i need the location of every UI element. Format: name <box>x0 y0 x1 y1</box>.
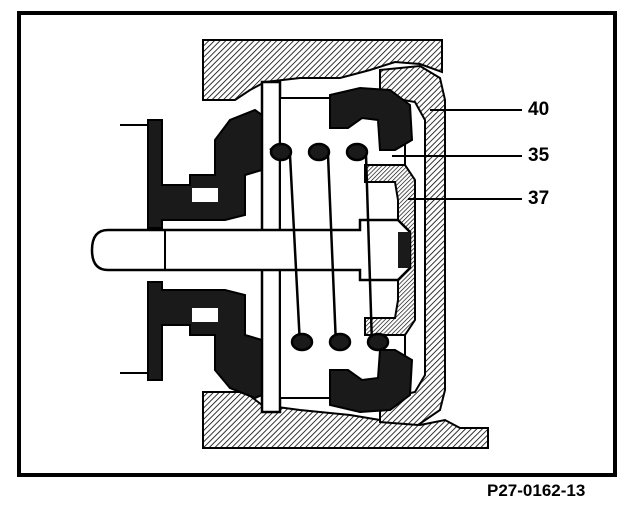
left-flange <box>147 108 263 229</box>
spring-35 <box>269 142 390 352</box>
seal-ring-lower <box>329 349 414 414</box>
shaft-tip-seal <box>398 232 410 268</box>
diaphragm-37 <box>364 164 416 336</box>
flange-slot-upper <box>192 188 218 202</box>
callout-40: 40 <box>528 99 550 120</box>
housing-upper <box>202 39 443 101</box>
callout-37: 37 <box>528 188 550 209</box>
seal-ring-upper <box>329 86 414 151</box>
shaft <box>90 218 412 282</box>
callout-35: 35 <box>528 145 550 166</box>
left-flange-lower <box>147 281 263 400</box>
flange-slot-lower <box>192 308 218 322</box>
figure-reference-code: P27-0162-13 <box>487 481 586 500</box>
